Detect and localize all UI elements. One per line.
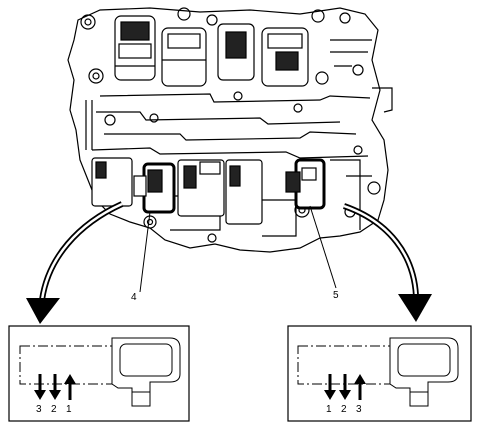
pin-label: 2 [51, 404, 57, 415]
solenoid-4 [133, 162, 176, 214]
bolt-boss [315, 71, 329, 85]
bolt-boss [311, 9, 325, 23]
lower-solenoid-row [91, 157, 263, 225]
pin-arrow-1-right: 1 [324, 374, 336, 415]
pin-label: 1 [326, 404, 332, 415]
upper-solenoid-2 [161, 27, 207, 87]
pin-arrow-3-right: 3 [354, 374, 366, 415]
bolt-boss [339, 12, 351, 24]
bolt-boss [352, 64, 364, 76]
solenoid-detail-left [19, 337, 181, 407]
curved-arrow-left [26, 201, 124, 324]
solenoid-detail-right [297, 337, 459, 407]
bolt-boss [104, 114, 116, 126]
passage [104, 131, 357, 141]
callout-4-label: 4 [131, 292, 137, 303]
pin-arrow-1-left: 1 [64, 374, 76, 415]
upper-solenoid-4 [261, 27, 309, 87]
passage [85, 100, 93, 150]
callout-4: 4 [131, 211, 151, 303]
pin-arrow-3-left: 3 [34, 374, 46, 415]
passage [99, 93, 371, 103]
passage [262, 199, 297, 237]
pin-label: 1 [66, 404, 72, 415]
bolt-boss [80, 14, 96, 30]
bolt-boss [146, 218, 154, 226]
curved-arrow-right [343, 203, 432, 322]
bolt-boss [88, 68, 104, 84]
bolt-boss [92, 72, 100, 80]
bolt-boss [233, 91, 243, 101]
upper-solenoid-3 [217, 23, 255, 81]
pin-label: 3 [36, 404, 42, 415]
pin-label: 3 [356, 404, 362, 415]
pin-arrow-2-right: 2 [339, 374, 351, 415]
bolt-boss [206, 14, 218, 26]
passage [330, 159, 372, 230]
pin-arrows-left: 3 2 1 [34, 374, 76, 415]
upper-solenoid-1 [114, 15, 156, 81]
bolt-boss [367, 181, 381, 195]
detail-panel-right: 1 2 3 [287, 325, 472, 422]
pin-arrows-right: 1 2 3 [324, 374, 366, 415]
passage [91, 147, 369, 159]
bolt-boss [207, 233, 217, 243]
passage [372, 87, 393, 113]
passage [96, 111, 341, 125]
pin-label: 2 [341, 404, 347, 415]
bolt-boss [353, 145, 363, 155]
bolt-boss [84, 18, 92, 26]
valve-body [67, 7, 393, 253]
bolt-boss [143, 215, 157, 229]
callout-5: 5 [309, 205, 339, 301]
bolt-boss [293, 103, 303, 113]
passage [330, 39, 372, 67]
callout-5-label: 5 [333, 290, 339, 301]
bolt-boss [149, 113, 159, 123]
pin-arrow-2-left: 2 [49, 374, 61, 415]
detail-panel-left: 3 2 1 [8, 325, 190, 422]
solenoid-5 [285, 158, 326, 210]
bolt-boss [177, 7, 191, 21]
